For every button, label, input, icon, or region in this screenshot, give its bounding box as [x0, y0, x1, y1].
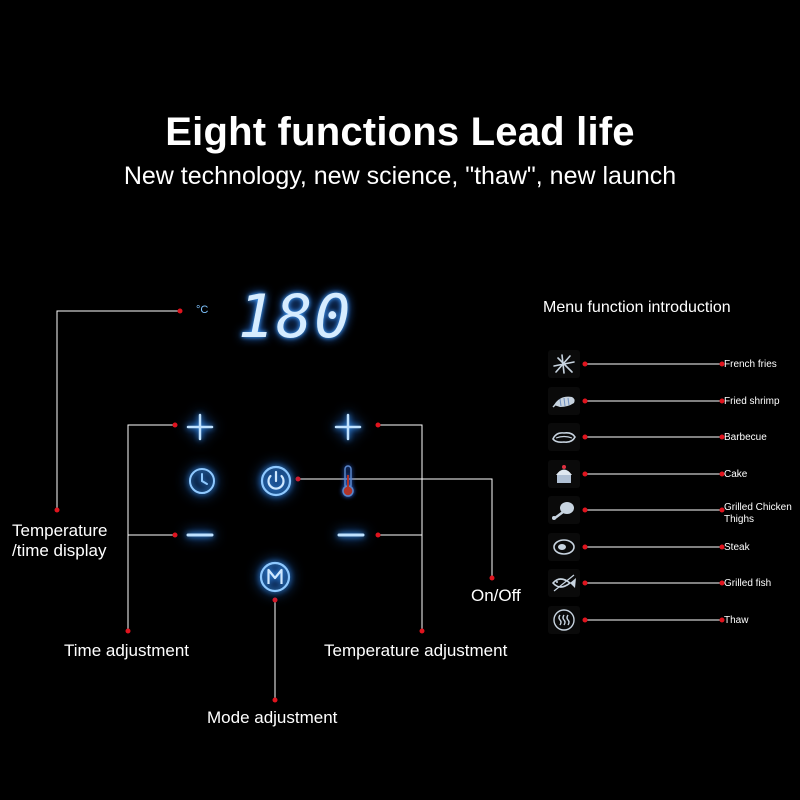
menu-item-label: Grilled Chicken Thighs [724, 502, 792, 525]
shrimp-icon [548, 387, 580, 415]
clock-icon[interactable] [186, 465, 218, 497]
thaw-icon [548, 606, 580, 634]
time-plus-button[interactable] [185, 412, 215, 442]
page-subtitle: New technology, new science, "thaw", new… [123, 162, 677, 190]
menu-item-label: Grilled fish [724, 578, 772, 589]
label-temp-time-display: Temperature /time display [12, 521, 108, 560]
cake-icon [548, 460, 580, 488]
menu-item-label: Thaw [724, 615, 749, 626]
menu-title: Menu function introduction [543, 299, 731, 316]
fish-icon [548, 569, 580, 597]
steak-icon [548, 533, 580, 561]
french-fries-icon [548, 350, 580, 378]
label-on-off: On/Off [471, 586, 521, 605]
chicken-thigh-icon [548, 496, 580, 524]
line-time-adjust [127, 424, 175, 631]
mode-button[interactable] [257, 559, 293, 595]
line-on-off [298, 478, 493, 578]
power-button[interactable] [258, 463, 294, 499]
menu-item-label: Fried shrimp [724, 396, 780, 407]
time-minus-button[interactable] [185, 527, 215, 543]
temperature-plus-button[interactable] [333, 412, 363, 442]
label-time-adjustment: Time adjustment [64, 641, 190, 660]
barbecue-icon [548, 423, 580, 451]
menu-lines [585, 363, 720, 621]
label-mode-adjustment: Mode adjustment [207, 708, 338, 727]
menu-item-label: French fries [724, 359, 777, 370]
menu-item-label: Steak [724, 542, 750, 553]
markers [54, 308, 725, 703]
menu-item-label: Barbecue [724, 432, 767, 443]
temperature-minus-button[interactable] [336, 527, 366, 543]
temperature-unit: °C [196, 304, 209, 316]
page-title: Eight functions Lead life [165, 110, 635, 154]
menu-item-label: Cake [724, 469, 748, 480]
line-temp-adjust [378, 424, 423, 631]
thermometer-icon [342, 465, 354, 497]
line-temp-time-display [56, 310, 180, 510]
temperature-display: 180 [238, 282, 353, 352]
label-temperature-adjustment: Temperature adjustment [324, 641, 508, 660]
